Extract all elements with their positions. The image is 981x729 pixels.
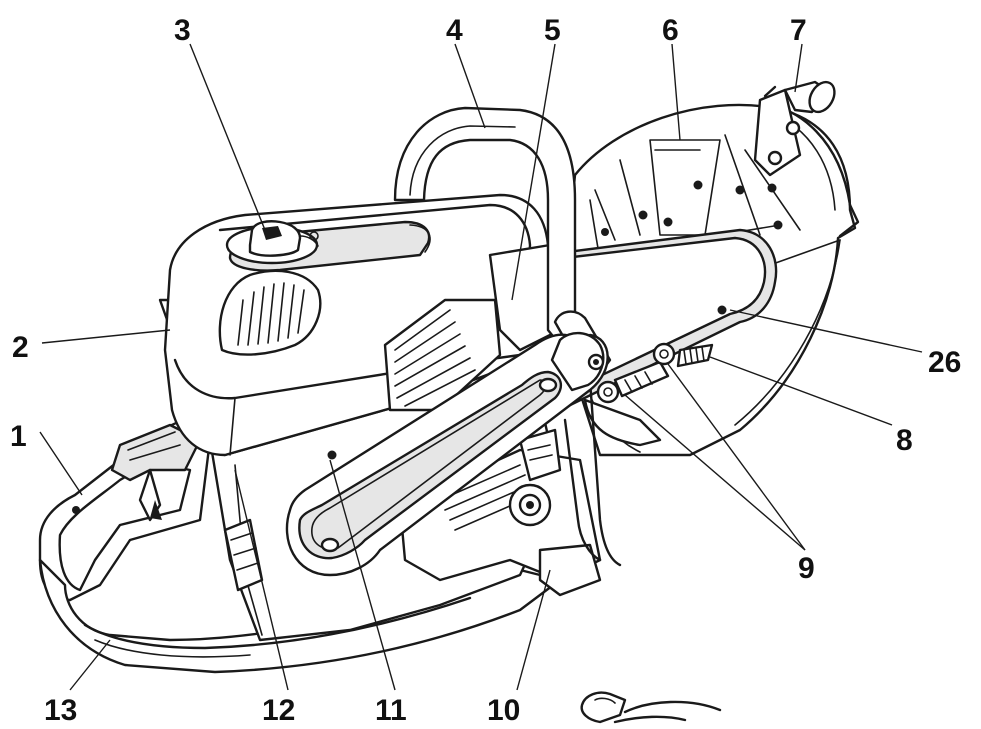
clutch-cover — [398, 378, 622, 597]
secondary-part-fragment — [580, 691, 722, 724]
leader-10 — [516, 569, 551, 691]
rear-handle — [38, 418, 212, 602]
callout-6: 6 — [662, 14, 679, 47]
leader-4 — [454, 43, 486, 129]
callout-2: 2 — [12, 331, 29, 364]
callout-11: 11 — [375, 694, 407, 727]
callout-labels: 1 2 3 4 5 6 7 8 9 10 11 12 13 26 — [10, 14, 961, 727]
guard-hole — [693, 180, 703, 190]
leader-9b — [667, 363, 806, 551]
leader-6 — [671, 43, 681, 141]
leader-1 — [39, 431, 83, 496]
choke-knob — [225, 220, 319, 265]
handle-arm — [285, 331, 609, 577]
callout-3: 3 — [174, 14, 191, 47]
leader-13 — [69, 639, 111, 691]
guard-hole — [735, 185, 745, 195]
guard-hole — [638, 210, 648, 220]
callout-10: 10 — [487, 694, 520, 727]
leader-12 — [234, 469, 289, 691]
guard-hole — [663, 217, 673, 227]
leader-5 — [511, 43, 556, 301]
leader-8 — [709, 356, 893, 426]
callout-5: 5 — [544, 14, 561, 47]
callout-9: 9 — [798, 552, 815, 585]
leader-11 — [329, 459, 396, 691]
callout-13: 13 — [44, 694, 77, 727]
guard-adjust-handle — [753, 80, 836, 177]
arm-bolt-hole — [717, 305, 727, 315]
leader-2 — [41, 329, 171, 344]
callout-1: 1 — [10, 420, 27, 453]
guard-hole — [767, 183, 777, 193]
guard-hole — [601, 228, 609, 236]
leader-9a — [624, 394, 806, 551]
leader-26 — [729, 309, 923, 353]
leader-7 — [794, 43, 803, 93]
callout-12: 12 — [262, 694, 295, 727]
leader-lines — [39, 43, 923, 691]
callout-7: 7 — [790, 14, 807, 47]
callout-8: 8 — [896, 424, 913, 457]
guard-hole — [773, 220, 783, 230]
callout-4: 4 — [446, 14, 463, 47]
base-frame — [38, 558, 562, 674]
leader-3 — [189, 43, 266, 231]
callout-26: 26 — [928, 346, 961, 379]
